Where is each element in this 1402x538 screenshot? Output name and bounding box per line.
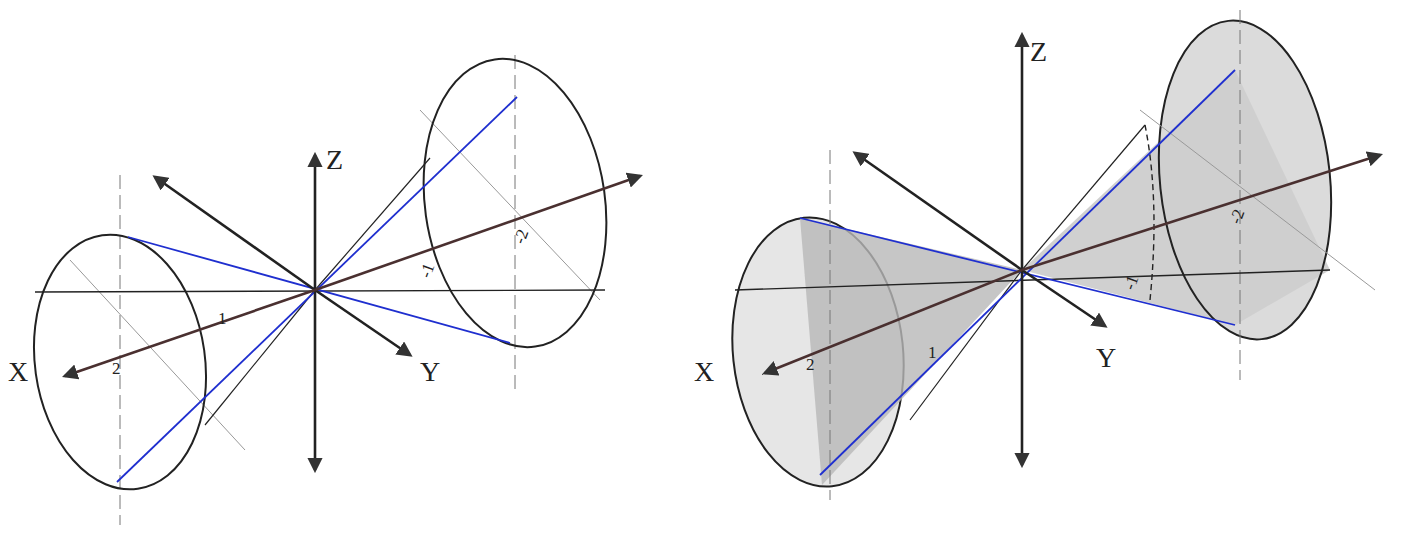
left-figure xyxy=(18,47,640,525)
tick-label: -1 xyxy=(417,261,438,280)
tick-label: 2 xyxy=(806,356,815,373)
tick-label: 1 xyxy=(218,310,227,327)
axis-label: Y xyxy=(1096,344,1116,372)
axis-label: Y xyxy=(420,358,440,386)
axis-label: X xyxy=(8,358,28,386)
axis-label: Z xyxy=(1030,38,1047,66)
axis-label: X xyxy=(694,358,714,386)
tick-label: 1 xyxy=(928,344,937,361)
tick-label: -2 xyxy=(511,227,532,246)
axis-label: Z xyxy=(326,146,343,174)
right-figure xyxy=(719,10,1380,500)
tick-label: 2 xyxy=(112,360,121,377)
